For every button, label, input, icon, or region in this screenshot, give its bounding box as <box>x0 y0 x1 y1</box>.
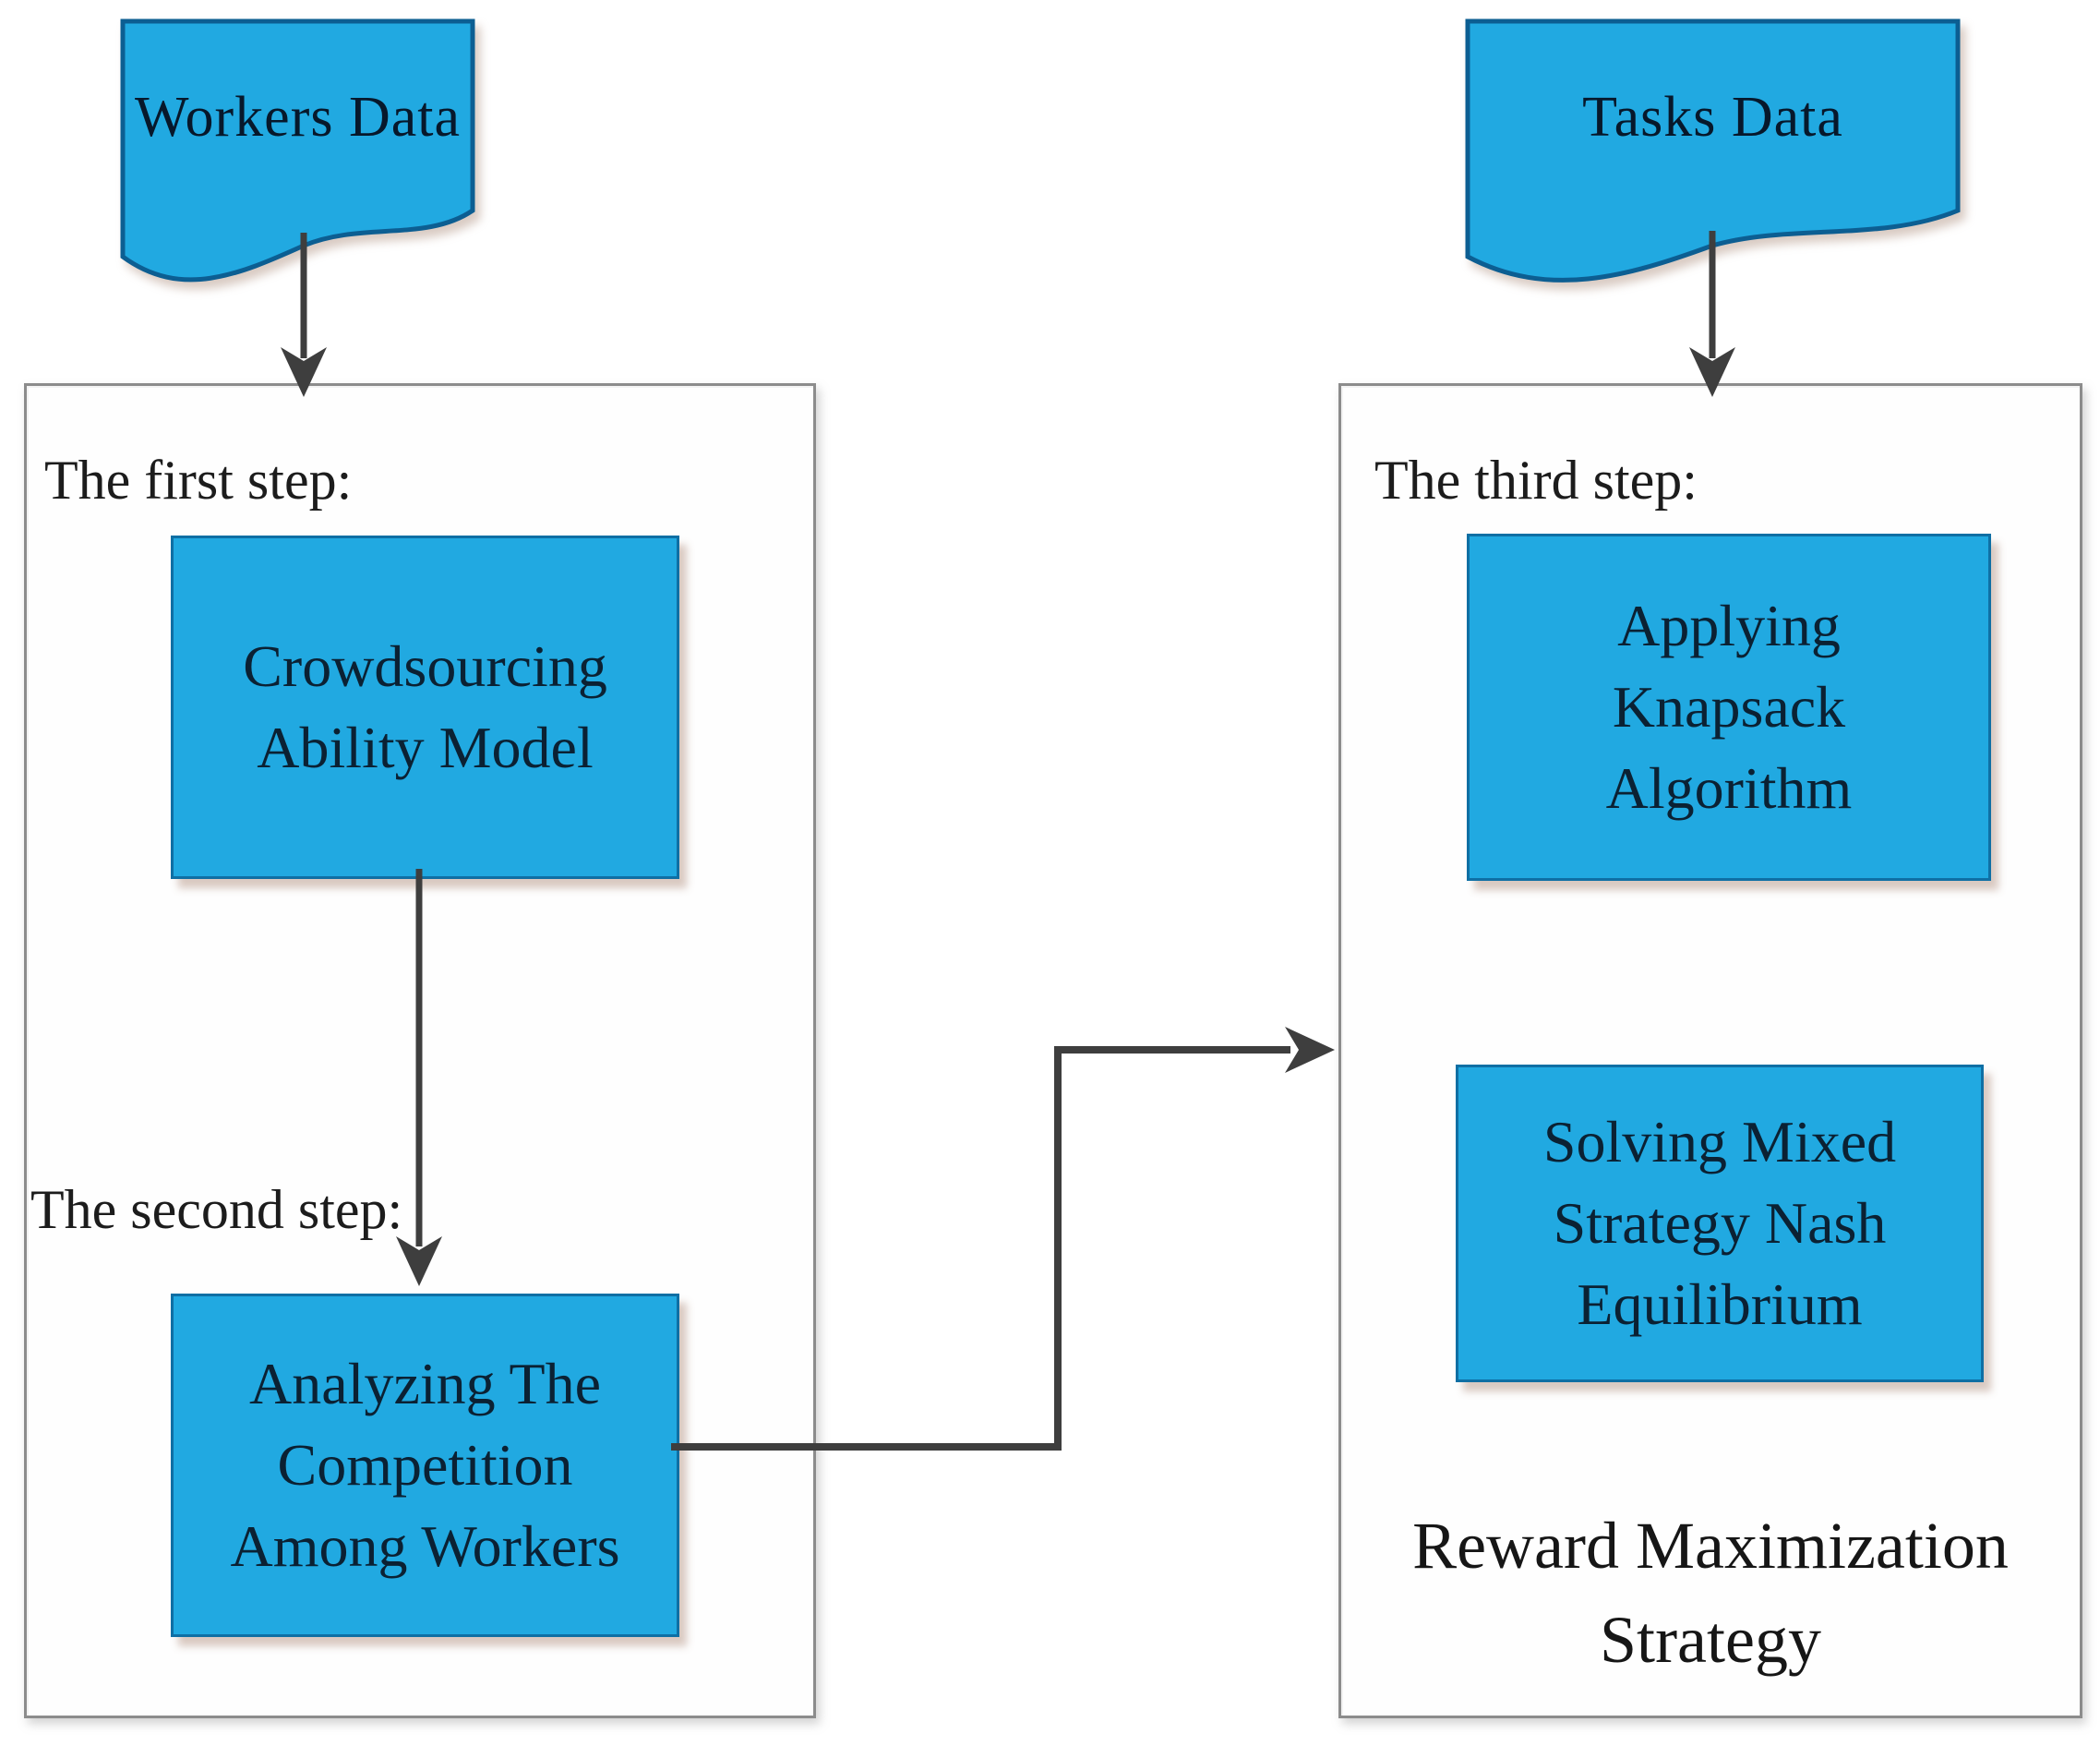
step2-label: The second step: <box>30 1179 403 1240</box>
workers-data-label: Workers Data <box>134 86 462 149</box>
node-text: Solving Mixed Strategy Nash Equilibrium <box>1542 1108 1897 1338</box>
tasks-data-document: Tasks Data <box>1465 18 1961 307</box>
arrowhead-right-icon <box>1285 1027 1335 1073</box>
node-label: Applying Knapsack Algorithm <box>1567 585 1890 830</box>
workers-data-document: Workers Data <box>120 18 475 307</box>
tasks-data-label: Tasks Data <box>1582 86 1843 149</box>
node-text: Applying Knapsack Algorithm <box>1605 592 1853 822</box>
document-shape-icon <box>120 18 475 283</box>
node-text: Analyzing The Competition Among Workers <box>230 1350 620 1580</box>
node-label: Analyzing The Competition Among Workers <box>213 1343 638 1588</box>
document-shape-icon <box>1465 18 1961 283</box>
caption-text: Reward Maximization Strategy <box>1412 1509 2009 1678</box>
node-label: Crowdsourcing Ability Model <box>209 626 642 789</box>
step3-label: The third step: <box>1374 450 1698 511</box>
step3-container: The third step: Applying Knapsack Algori… <box>1338 383 2082 1718</box>
step1-label: The first step: <box>44 450 353 511</box>
analyzing-competition-node: Analyzing The Competition Among Workers <box>171 1294 679 1637</box>
step1-step2-container: The first step: Crowdsourcing Ability Mo… <box>24 383 816 1718</box>
node-label: Solving Mixed Strategy Nash Equilibrium <box>1507 1102 1932 1346</box>
node-text: Crowdsourcing Ability Model <box>243 632 607 780</box>
crowdsourcing-ability-model-node: Crowdsourcing Ability Model <box>171 536 679 879</box>
applying-knapsack-node: Applying Knapsack Algorithm <box>1467 534 1991 881</box>
reward-maximization-caption: Reward Maximization Strategy <box>1341 1499 2080 1687</box>
solving-nash-equilibrium-node: Solving Mixed Strategy Nash Equilibrium <box>1456 1065 1984 1382</box>
